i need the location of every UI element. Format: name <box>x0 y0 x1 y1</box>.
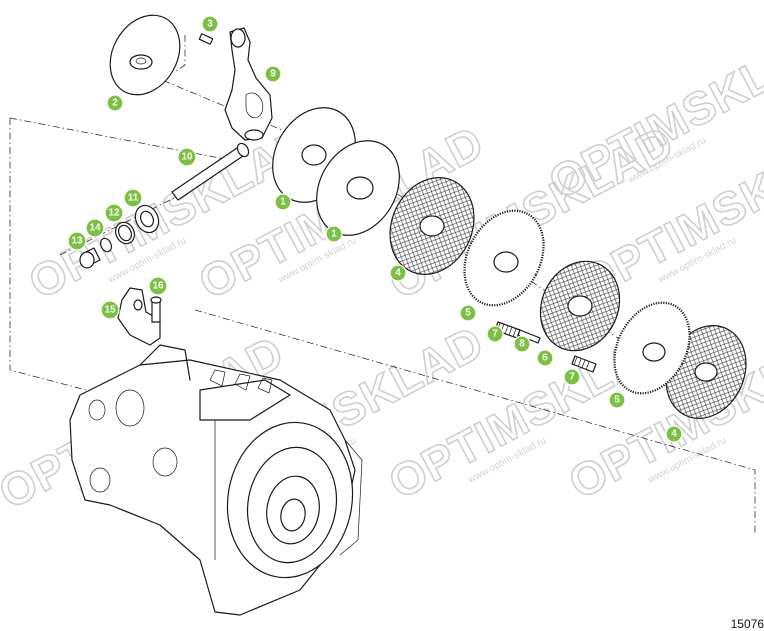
callout-15: 15 <box>100 300 120 320</box>
part-spline-plate-1 <box>389 177 475 275</box>
callout-7-label: 7 <box>569 372 575 383</box>
callout-1-label: 1 <box>280 197 286 208</box>
callout-16: 16 <box>148 276 168 296</box>
callout-1: 1 <box>325 225 343 243</box>
callout-4-label: 4 <box>395 268 401 279</box>
part-pin <box>198 33 214 45</box>
callout-5-label: 5 <box>465 308 471 319</box>
part-seal-stack <box>79 204 160 269</box>
callout-11-label: 11 <box>128 193 139 204</box>
callout-9-label: 9 <box>270 69 276 80</box>
callout-7: 7 <box>563 368 581 386</box>
part-gear-disc-1 <box>463 209 545 307</box>
part-bracket <box>117 287 162 346</box>
callout-4-label: 4 <box>671 429 677 440</box>
part-separator-plate <box>539 260 621 352</box>
callout-14-label: 14 <box>89 223 101 234</box>
callout-5: 5 <box>608 391 626 409</box>
callout-1: 1 <box>274 193 292 211</box>
drawing-number: 15076 <box>730 617 764 631</box>
callout-14: 14 <box>85 218 105 238</box>
callout-6: 6 <box>536 349 554 367</box>
callout-13: 13 <box>67 231 87 251</box>
callout-11: 11 <box>123 188 143 208</box>
callout-1-label: 1 <box>331 229 337 240</box>
part-motor-housing <box>69 344 363 616</box>
callout-7: 7 <box>486 325 504 343</box>
callout-2-label: 2 <box>112 98 118 109</box>
callout-2: 2 <box>106 94 124 112</box>
part-friction-discs <box>272 107 400 236</box>
callout-3: 3 <box>201 15 219 33</box>
callout-3-label: 3 <box>207 19 213 30</box>
callout-4: 4 <box>665 425 683 443</box>
part-cover-disc <box>109 14 181 96</box>
callout-16-label: 16 <box>152 281 164 292</box>
callout-layer: 1 1 2 3 4 4 5 5 6 7 7 8 9 10 11 12 13 14… <box>67 15 683 443</box>
callout-10-label: 10 <box>181 152 193 163</box>
callout-7-label: 7 <box>492 329 498 340</box>
callout-5: 5 <box>459 304 477 322</box>
part-shaft <box>171 142 250 201</box>
part-gear-disc-2 <box>613 301 691 395</box>
callout-9: 9 <box>264 65 282 83</box>
callout-12: 12 <box>104 203 124 223</box>
part-lever <box>224 27 273 141</box>
callout-13-label: 13 <box>71 236 83 247</box>
callout-12-label: 12 <box>108 208 120 219</box>
callout-4: 4 <box>389 264 407 282</box>
callout-8: 8 <box>513 335 531 353</box>
callout-5-label: 5 <box>614 395 620 406</box>
callout-10: 10 <box>177 147 197 167</box>
callout-6-label: 6 <box>542 353 548 364</box>
callout-15-label: 15 <box>104 305 116 316</box>
callout-8-label: 8 <box>519 339 525 350</box>
